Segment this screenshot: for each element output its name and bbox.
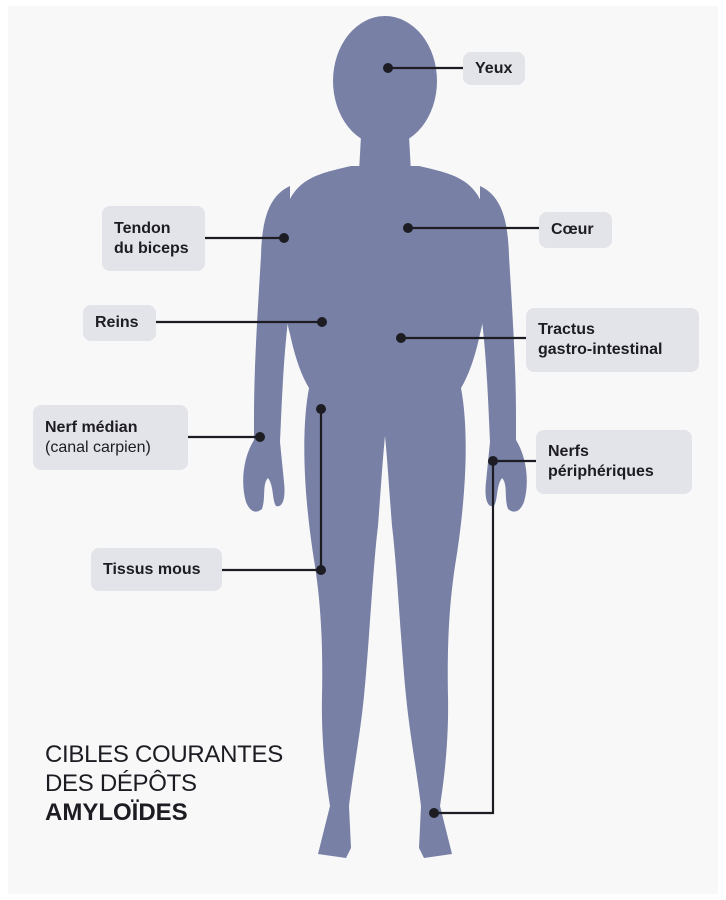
tractus-dot	[396, 333, 406, 343]
title-line1: CIBLES COURANTES	[45, 740, 283, 769]
tendon-dot	[279, 233, 289, 243]
head	[333, 16, 437, 146]
label-nerf-median-line1: Nerf médian	[45, 418, 176, 438]
label-coeur: Cœur	[539, 212, 612, 248]
nerf-median-dot	[255, 432, 265, 442]
label-nerf-median: Nerf médian (canal carpien)	[33, 405, 188, 470]
right-arm	[480, 186, 527, 512]
label-yeux: Yeux	[463, 52, 525, 85]
label-reins-text: Reins	[95, 313, 144, 333]
tissus-mous-dot-top	[316, 404, 326, 414]
label-tissus-mous: Tissus mous	[91, 548, 222, 591]
diagram-canvas: Yeux Cœur Tendon du biceps Reins Tractus…	[8, 6, 718, 894]
label-tissus-mous-text: Tissus mous	[103, 560, 210, 580]
label-yeux-text: Yeux	[475, 59, 513, 79]
human-body-silhouette	[243, 16, 527, 858]
label-tendon-biceps: Tendon du biceps	[102, 206, 205, 271]
tissus-mous-dot-bottom	[316, 565, 326, 575]
title-line2: DES DÉPÔTS	[45, 769, 283, 798]
coeur-dot	[403, 223, 413, 233]
title-line3: AMYLOÏDES	[45, 798, 283, 827]
label-nerfs-peripheriques: Nerfs périphériques	[536, 430, 692, 494]
label-nerfs-line1: Nerfs	[548, 442, 680, 462]
label-tractus-line2: gastro-intestinal	[538, 340, 687, 360]
label-nerfs-line2: périphériques	[548, 462, 680, 482]
label-nerf-median-line2: (canal carpien)	[45, 438, 176, 458]
label-tractus-gastro: Tractus gastro-intestinal	[526, 308, 699, 372]
nerfs-dot-foot	[429, 808, 439, 818]
label-tendon-line1: Tendon	[114, 219, 193, 239]
label-reins: Reins	[83, 305, 156, 341]
label-tendon-line2: du biceps	[114, 239, 193, 259]
reins-dot	[317, 317, 327, 327]
diagram-title: CIBLES COURANTES DES DÉPÔTS AMYLOÏDES	[45, 740, 283, 827]
yeux-dot	[383, 63, 393, 73]
label-tractus-line1: Tractus	[538, 320, 687, 340]
label-coeur-text: Cœur	[551, 220, 600, 240]
nerfs-dot-hand	[488, 456, 498, 466]
torso-and-legs	[283, 166, 488, 858]
